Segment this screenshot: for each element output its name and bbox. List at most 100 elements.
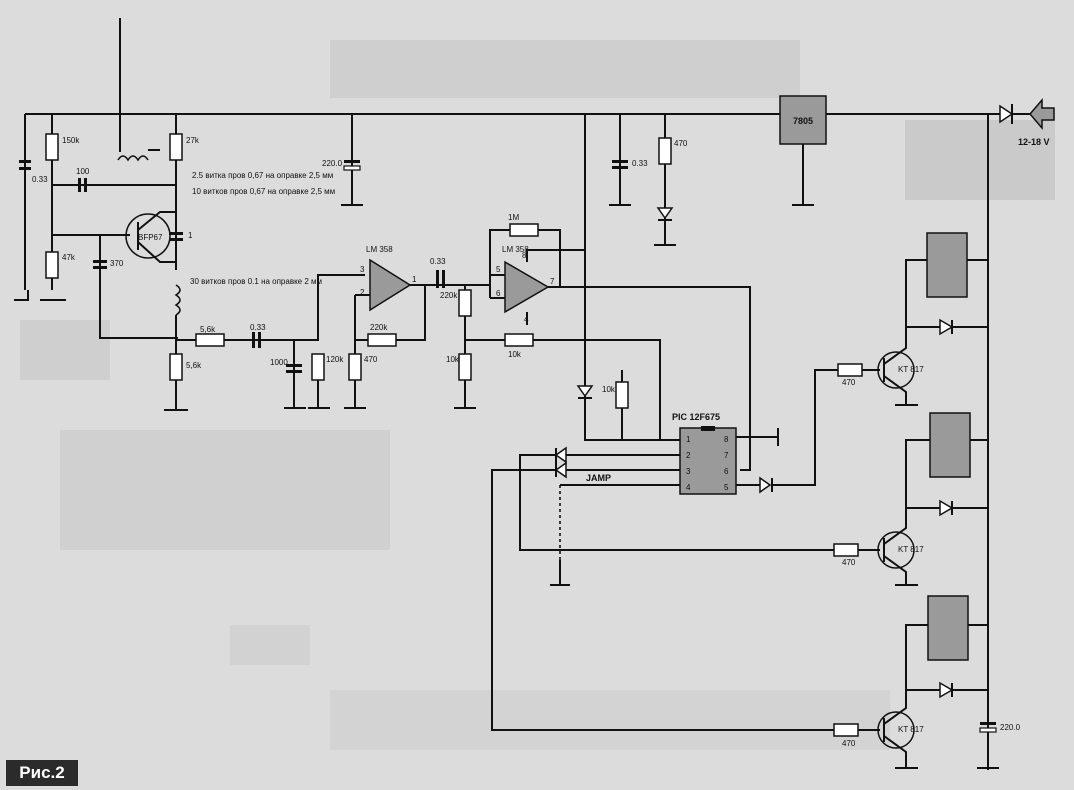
q3-label: KT 817 [898, 725, 924, 734]
mcu-pin1: 1 [686, 435, 691, 444]
mcu-pin5: 5 [724, 483, 729, 492]
transistor-q2 [877, 531, 915, 569]
c-1-label: 1 [188, 231, 193, 240]
relay-driver-1: 470 KT 817 [837, 232, 988, 406]
resistor-470-a [348, 353, 362, 381]
c-out-label: 220.0 [1000, 723, 1021, 732]
amplifier-stage-1: 5,6k 0.33 1000 120k LM 358 3 2 1 470 220… [176, 245, 490, 409]
r-q3-label: 470 [842, 739, 856, 748]
r-27k-label: 27k [186, 136, 200, 145]
r-1m-label: 1M [508, 213, 519, 222]
resistor-q1 [837, 363, 863, 377]
resistor-q2 [833, 543, 859, 557]
r-q2-label: 470 [842, 558, 856, 567]
c-033-mid-label: 0.33 [250, 323, 266, 332]
r-470-led-label: 470 [674, 139, 688, 148]
r-150k-label: 150k [62, 136, 80, 145]
relay-driver-2: 470 KT 817 [833, 412, 988, 586]
resistor-q3 [833, 723, 859, 737]
relay-2 [929, 412, 971, 478]
mcu-label: PIC 12F675 [672, 412, 720, 422]
relay-driver-3: 470 KT 817 [833, 595, 988, 769]
coil-note-2: 10 витков пров 0,67 на оправке 2,5 мм [192, 187, 335, 196]
rf-oscillator: 0.33 150k 47k 100 370 2.5 витка пров 0,6… [19, 114, 335, 411]
opamp2-pin8: 8 [522, 251, 527, 260]
background-print [20, 40, 1055, 750]
c-370-label: 370 [110, 259, 124, 268]
resistor-47k [45, 251, 59, 279]
bulk-capacitors: 220.0 220.0 [14, 114, 1021, 769]
led-b [554, 461, 567, 479]
transistor-q1 [877, 351, 915, 389]
mcu-pin2: 2 [686, 451, 691, 460]
r-q1-label: 470 [842, 378, 856, 387]
c-033-left-label: 0.33 [32, 175, 48, 184]
resistor-27k [169, 133, 183, 161]
supply-input-arrow-icon [1029, 97, 1055, 131]
r-220k-fb-label: 220k [370, 323, 388, 332]
resistor-220k-fb [367, 333, 397, 347]
amplifier-stage-2: 220k 10k 10k LM 358 5 6 7 8 4 1M 0.33 10… [440, 114, 751, 471]
input-diode [999, 104, 1014, 124]
r-47k-label: 47k [62, 253, 76, 262]
coil-note-1: 2.5 витка пров 0,67 на оправке 2,5 мм [192, 171, 333, 180]
mcu-pin8: 8 [724, 435, 729, 444]
c-033-b-label: 0.33 [430, 257, 446, 266]
mcu-pin4: 4 [686, 483, 691, 492]
resistor-5-6k-a [195, 333, 225, 347]
relay-1 [926, 232, 968, 298]
mcu-pin3: 3 [686, 467, 691, 476]
power-rail: 7805 12-18 V [25, 95, 1055, 770]
c-100-label: 100 [76, 167, 90, 176]
resistor-120k [311, 353, 325, 381]
flyback-diode-2 [939, 499, 954, 517]
q2-label: KT 817 [898, 545, 924, 554]
regulator-7805 [779, 95, 827, 145]
c-2200-label: 220.0 [322, 159, 343, 168]
r-56k-b-label: 5,6k [186, 361, 202, 370]
c-033-top-label: 0.33 [632, 159, 648, 168]
flyback-diode-3 [939, 681, 954, 699]
supply-voltage-label: 12-18 V [1018, 137, 1050, 147]
opamp1-pin2: 2 [360, 288, 365, 297]
transistor-bfp67 [125, 213, 171, 259]
resistor-10k-c [615, 381, 629, 409]
q1-label: KT 817 [898, 365, 924, 374]
opamp1-pin1: 1 [412, 275, 417, 284]
opamp-1 [369, 258, 412, 312]
opamp2-pin6: 6 [496, 289, 501, 298]
opamp1-pin3: 3 [360, 265, 365, 274]
regulator-label: 7805 [793, 116, 813, 126]
transistor-label: BFP67 [138, 233, 163, 242]
relay-3 [927, 595, 969, 661]
resistor-10k-b [504, 333, 534, 347]
resistor-10k-div [458, 353, 472, 381]
led-power [656, 207, 674, 220]
resistor-150k [45, 133, 59, 161]
r-470-a-label: 470 [364, 355, 378, 364]
opamp-2 [504, 260, 550, 314]
resistor-470-led [658, 137, 672, 165]
resistor-5-6k-b [169, 353, 183, 381]
led-status [759, 476, 772, 494]
mcu-pin7: 7 [724, 451, 729, 460]
opamp2-pin7: 7 [550, 277, 555, 286]
diode-d1 [576, 385, 594, 398]
resistor-220k-div [458, 289, 472, 317]
opamp1-label: LM 358 [366, 245, 393, 254]
opamp2-label: LM 358 [502, 245, 529, 254]
transistor-q3 [877, 711, 915, 749]
r-56k-a-label: 5,6k [200, 325, 216, 334]
mcu-pin6: 6 [724, 467, 729, 476]
resistor-1m [509, 223, 539, 237]
pic-12f675 [679, 427, 737, 495]
coil-note-3: 30 витков пров 0.1 на оправке 2 мм [190, 277, 322, 286]
jamp-label: JAMP [586, 473, 611, 483]
flyback-diode-1 [939, 318, 954, 336]
r-120k-label: 120k [326, 355, 344, 364]
c-1000-label: 1000 [270, 358, 288, 367]
r-220k-div-label: 220k [440, 291, 458, 300]
microcontroller: PIC 12F675 1 2 3 4 8 7 6 5 JAMP [491, 369, 840, 731]
led-a [554, 446, 567, 464]
